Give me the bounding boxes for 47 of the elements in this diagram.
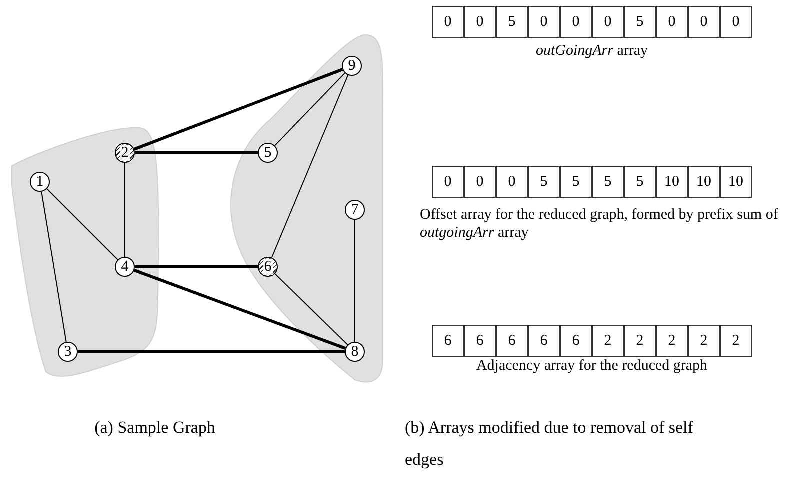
- array-cell: 0: [592, 6, 624, 38]
- edge-line: [41, 191, 67, 343]
- array-cell: 6: [496, 325, 528, 357]
- array-cell: 10: [720, 166, 752, 198]
- array-cell: 5: [496, 6, 528, 38]
- edge-line: [135, 152, 258, 154]
- array-cell: 5: [624, 6, 656, 38]
- array-cell: 0: [688, 6, 720, 38]
- array-cell: 0: [464, 166, 496, 198]
- array-cell: 2: [720, 325, 752, 357]
- array-cell: 6: [560, 325, 592, 357]
- figure-caption: (a) Sample Graph: [94, 417, 216, 439]
- array-cell: 5: [560, 166, 592, 198]
- array-cell: 5: [592, 166, 624, 198]
- array-cell: 0: [496, 166, 528, 198]
- array-cell: 6: [464, 325, 496, 357]
- array-cell: 5: [624, 166, 656, 198]
- array-cell: 10: [688, 166, 720, 198]
- array-cell: 6: [432, 325, 464, 357]
- edge-line: [271, 74, 349, 258]
- array-cell: 2: [592, 325, 624, 357]
- figure-caption: (b) Arrays modified due to removal of self edges: [405, 417, 694, 471]
- array-cell: 0: [560, 6, 592, 38]
- edge-line: [134, 68, 344, 151]
- array-cell: 2: [688, 325, 720, 357]
- edge-line: [46, 188, 118, 260]
- array-cell: 0: [656, 6, 688, 38]
- edge-line: [354, 220, 356, 342]
- array-cell: 0: [432, 166, 464, 198]
- edge-line: [135, 266, 258, 268]
- array-cell: 10: [656, 166, 688, 198]
- array-cell: 5: [528, 166, 560, 198]
- array-caption: outGoingArr array: [534, 42, 650, 60]
- edge-line: [78, 350, 345, 354]
- array-caption: Offset array for the reduced graph, formed by prefix sum of outgoingArr array: [420, 206, 780, 242]
- edge-line: [274, 72, 346, 146]
- edge-line: [274, 274, 348, 346]
- edge-line: [134, 269, 346, 350]
- edge-line: [124, 162, 126, 258]
- array-caption: Adjacency array for the reduced graph: [475, 357, 709, 375]
- array-cell: 0: [528, 6, 560, 38]
- array-cell: 2: [624, 325, 656, 357]
- array-cell: 0: [720, 6, 752, 38]
- array-cell: 6: [528, 325, 560, 357]
- array-cell: 0: [464, 6, 496, 38]
- array-cell: 2: [656, 325, 688, 357]
- array-cell: 0: [432, 6, 464, 38]
